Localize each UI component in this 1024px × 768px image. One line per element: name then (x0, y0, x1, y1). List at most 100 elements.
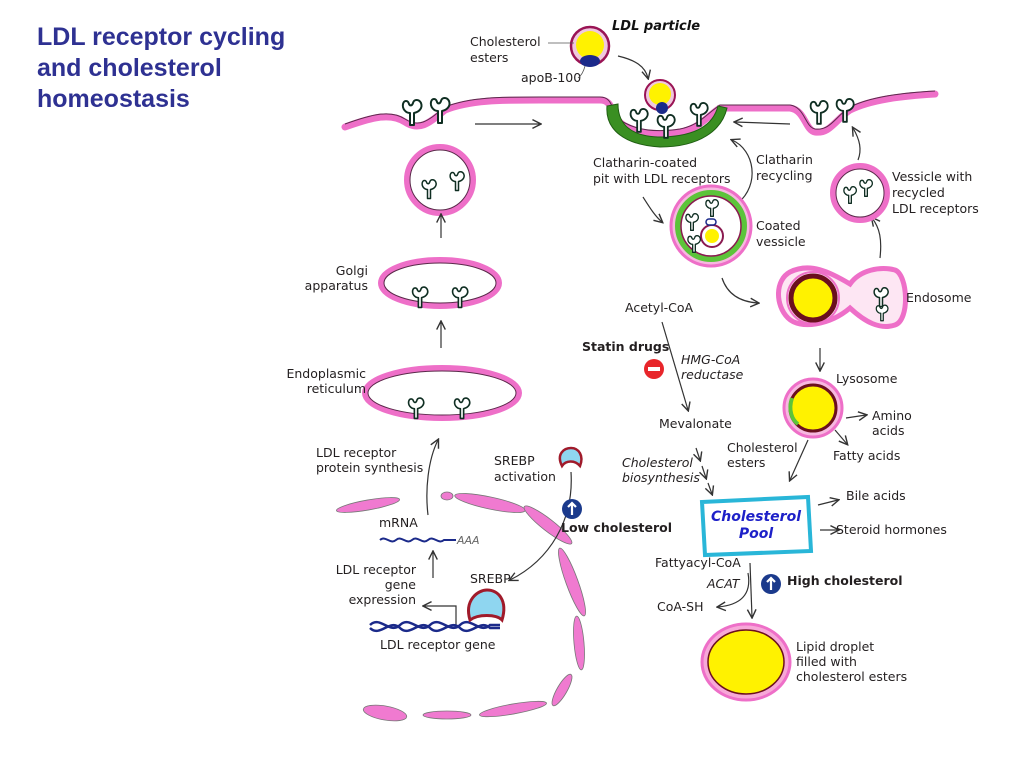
cholesterol-esters-label-2: esters (470, 50, 508, 65)
srebp-active (558, 446, 583, 469)
steroid-hormones-label: Steroid hormones (836, 522, 947, 537)
arrow-to-membrane (853, 128, 860, 161)
lysosome-cholesterol-esters-label-2: esters (727, 455, 765, 470)
clatharin-recycling-label-2: recycling (756, 168, 813, 183)
acetyl-coa-label: Acetyl-CoA (625, 300, 694, 315)
arrow-biosynthesis-3 (708, 482, 712, 494)
er-label-1: Endoplasmic (286, 366, 366, 381)
pit-label-2: pit with LDL receptors (593, 171, 731, 186)
acat-label: ACAT (706, 576, 741, 591)
arrow-ldl-binding (617, 55, 648, 78)
hmg-coa-label-2: reductase (681, 367, 744, 382)
srebp-label: SREBP (470, 571, 511, 586)
recycled-vesicle (830, 163, 890, 223)
er-label-2: reticulum (307, 381, 366, 396)
arrow-acetyl-to-mevalonate (661, 321, 688, 410)
arrow-clathrin-recycling (732, 140, 753, 204)
mevalonate-label: Mevalonate (659, 416, 732, 431)
pool-label-2: Pool (739, 526, 773, 542)
arrow-to-coated-vesicle (642, 196, 662, 222)
plasma-membrane (341, 90, 939, 138)
arrow-mrna-to-er (426, 440, 438, 516)
cholesterol-esters-label-1: Cholesterol (470, 34, 541, 49)
mrna-label: mRNA (379, 515, 418, 530)
bound-ldl-particle (644, 79, 676, 114)
arrow-to-lipid-droplet (750, 562, 752, 617)
protein-synthesis-label-1: LDL receptor (316, 445, 397, 460)
srebp-activation-label-1: SREBP (494, 453, 535, 468)
increase-icon-high (761, 574, 781, 594)
coated-vesicle-label-1: Coated (756, 218, 801, 233)
ldl-particle (569, 25, 611, 67)
endosome-label: Endosome (906, 290, 972, 305)
arrow-biosynthesis-1 (696, 447, 700, 460)
arrow-srebp-to-nucleus (510, 471, 572, 580)
bile-acids-label: Bile acids (846, 488, 906, 503)
arrow-to-coa-sh (718, 572, 750, 607)
left-vesicle (404, 144, 476, 216)
lysosome-cholesterol-esters-label-1: Cholesterol (727, 440, 798, 455)
title-line-2: and cholesterol (37, 54, 222, 82)
increase-icon-low (562, 499, 582, 519)
arrow-to-endosome (721, 277, 758, 303)
mrna-strand (379, 537, 456, 543)
clatharin-recycling-label-1: Clatharin (756, 152, 813, 167)
srebp-activation-label-2: activation (494, 469, 556, 484)
lysosome (782, 377, 844, 439)
biosynthesis-label-2: biosynthesis (622, 470, 700, 485)
arrow-membrane-left (735, 122, 791, 124)
arrow-esters-to-pool (790, 439, 809, 480)
pit-label-1: Clatharin-coated (593, 155, 697, 170)
nuclear-envelope (336, 491, 586, 722)
recycled-vesicle-label-3: LDL receptors (892, 201, 979, 216)
amino-acids-label-1: Amino (872, 408, 912, 423)
gene-expression-label-3: expression (349, 592, 416, 607)
clathrin-coat (606, 103, 728, 148)
fattyacyl-coa-label: Fattyacyl-CoA (655, 555, 741, 570)
lipid-droplet-label-3: cholesterol esters (796, 669, 907, 684)
ldl-particle-title: LDL particle (612, 19, 700, 34)
hmg-coa-label-1: HMG-CoA (681, 352, 740, 367)
lipid-droplet-label-1: Lipid droplet (796, 639, 874, 654)
golgi-label-1: Golgi (336, 263, 368, 278)
leader-line (577, 65, 586, 79)
coa-sh-label: CoA-SH (657, 599, 704, 614)
endosome (776, 265, 908, 329)
low-cholesterol-label: Low cholesterol (561, 520, 672, 535)
pool-label-1: Cholesterol (711, 509, 801, 525)
gene-expression-label-1: LDL receptor (336, 562, 417, 577)
high-cholesterol-label: High cholesterol (787, 573, 903, 588)
recycled-vesicle-label-2: recycled (892, 185, 945, 200)
inhibit-icon (644, 359, 664, 379)
coated-vesicle-label-2: vessicle (756, 234, 806, 249)
apob-label: apoB-100 (521, 70, 581, 85)
fatty-acids-label: Fatty acids (833, 448, 900, 463)
gene-expression-label-2: gene (385, 577, 417, 592)
srebp-bound (467, 588, 506, 623)
coated-vesicle (669, 184, 753, 268)
arrow-to-fatty-acids (834, 429, 847, 444)
lipid-droplet (700, 622, 792, 702)
arrow-to-amino-acids (845, 415, 866, 418)
dna-double-helix (369, 620, 500, 633)
ldl-receptor-gene-label: LDL receptor gene (380, 637, 496, 652)
cholesterol-pool-box (699, 494, 814, 558)
arrow-to-recycled-vesicle (872, 218, 882, 259)
title-line-3: homeostasis (37, 85, 190, 113)
recycled-vesicle-label-1: Vessicle with (892, 169, 972, 184)
arrow-gene-expression (424, 606, 457, 628)
protein-synthesis-label-2: protein synthesis (316, 460, 423, 475)
golgi-apparatus (378, 257, 502, 309)
arrow-to-bile-acids (817, 500, 838, 505)
poly-a-tail: AAA (456, 534, 480, 547)
page-title: LDL receptor cycling and cholesterol hom… (37, 22, 337, 115)
statin-drugs-label: Statin drugs (582, 339, 669, 354)
lipid-droplet-label-2: filled with (796, 654, 857, 669)
lysosome-label: Lysosome (836, 371, 898, 386)
amino-acids-label-2: acids (872, 423, 904, 438)
title-line-1: LDL receptor cycling (37, 23, 286, 51)
golgi-label-2: apparatus (305, 278, 368, 293)
biosynthesis-label-1: Cholesterol (622, 455, 693, 470)
arrow-biosynthesis-2 (702, 465, 706, 478)
